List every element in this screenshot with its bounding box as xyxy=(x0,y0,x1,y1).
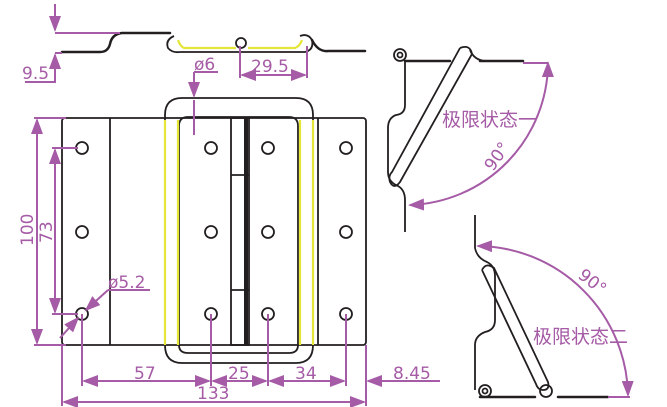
dim-9-5: 9.5 xyxy=(22,64,49,84)
dim-73: 73 xyxy=(37,221,57,243)
limit-state-two: 极限状态二 90° xyxy=(474,215,634,399)
dim-29-5: 29.5 xyxy=(251,57,289,77)
state-two-label: 极限状态二 xyxy=(533,326,628,348)
dim-100: 100 xyxy=(18,214,38,246)
dim-25: 25 xyxy=(228,364,250,384)
dim-133: 133 xyxy=(197,384,229,404)
state-one-angle: 90° xyxy=(481,139,515,175)
dim-phi5-2: ø5.2 xyxy=(108,273,145,293)
mounting-holes xyxy=(75,141,353,321)
limit-state-one: 极限状态一 90° xyxy=(387,45,554,232)
dim-57: 57 xyxy=(134,364,156,384)
dim-8-45: 8.45 xyxy=(393,364,431,384)
dim-34: 34 xyxy=(295,364,317,384)
plan-view xyxy=(61,97,367,364)
state-two-angle: 90° xyxy=(574,265,610,299)
state-one-label: 极限状态一 xyxy=(442,109,537,131)
dim-phi6: ø6 xyxy=(194,55,215,75)
side-view xyxy=(60,31,367,54)
dimensions: 9.5 ø6 29.5 100 73 ø5.2 57 25 34 8 xyxy=(18,4,440,407)
